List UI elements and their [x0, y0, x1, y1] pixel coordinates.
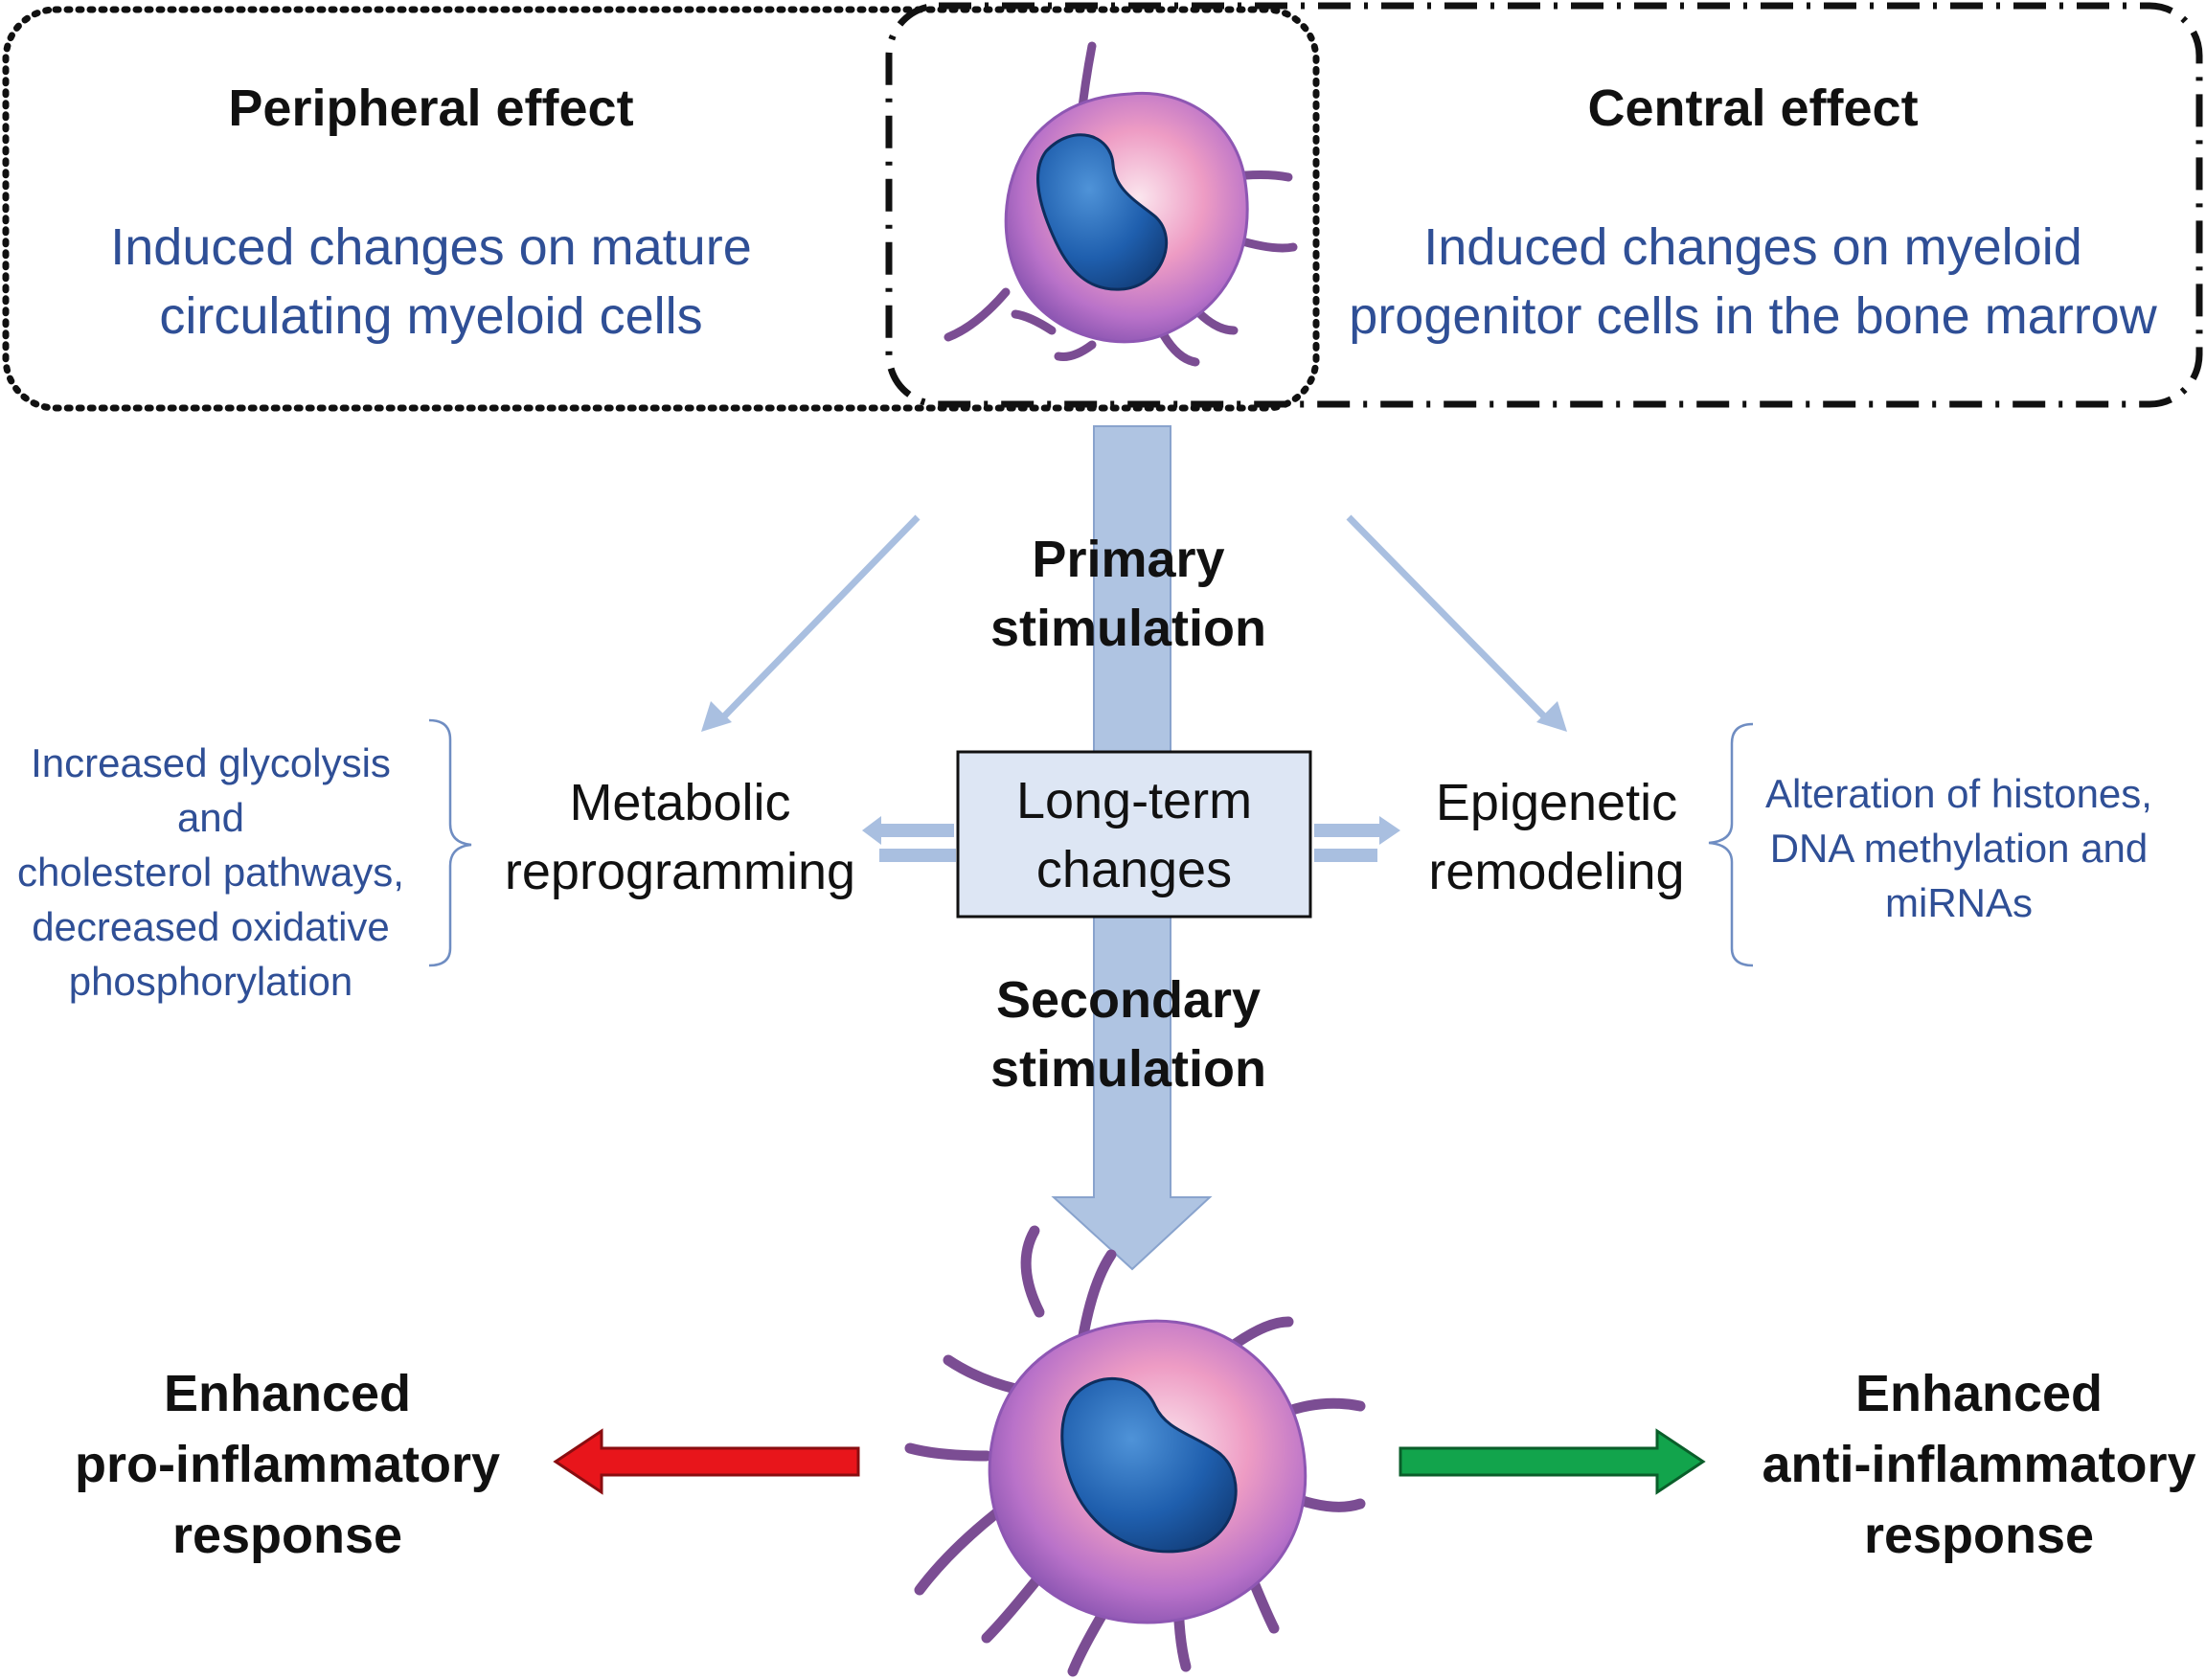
anti-inflammatory-response-label: Enhanced anti-inflammatory response [1749, 1358, 2206, 1571]
anti-line-1: Enhanced [1854, 1365, 2104, 1422]
central-line-1: Induced changes on myeloid [1423, 218, 2082, 276]
anti-line-2: anti-inflammatory [1762, 1436, 2196, 1493]
peripheral-effect-box [2, 6, 1320, 412]
anti-line-3: response [1863, 1507, 2095, 1564]
long-term-line-2: changes [1035, 841, 1233, 898]
left-brace [428, 718, 472, 967]
central-effect-box [885, 2, 2203, 408]
long-term-changes-box [956, 750, 1312, 919]
metabolic-line-1: Metabolic [569, 774, 791, 831]
metabolic-note-line-3: decreased oxidative [32, 904, 390, 949]
anti-inflammatory-arrow [1399, 1428, 1706, 1495]
primary-line-2: stimulation [989, 600, 1266, 657]
epigenetic-note: Alteration of histones, DNA methylation … [1753, 766, 2165, 930]
secondary-line-2: stimulation [989, 1040, 1266, 1098]
metabolic-note-line-4: phosphorylation [68, 959, 353, 1004]
epigenetic-line-2: remodeling [1428, 843, 1685, 900]
central-effect-description: Induced changes on myeloid progenitor ce… [1341, 213, 2165, 351]
peripheral-effect-title: Peripheral effect [228, 79, 634, 137]
epigenetic-note-line-3: miRNAs [1885, 880, 2033, 925]
arrow-from-metabolic [879, 849, 956, 862]
pro-line-2: pro-inflammatory [74, 1436, 501, 1493]
pro-inflammatory-response-label: Enhanced pro-inflammatory response [57, 1358, 517, 1571]
epigenetic-note-line-1: Alteration of histones, [1765, 771, 2152, 816]
secondary-stimulation-label: Secondary stimulation [937, 965, 1320, 1103]
right-brace [1708, 722, 1754, 967]
pro-line-1: Enhanced [163, 1365, 412, 1422]
epigenetic-remodeling-label: Epigenetic remodeling [1399, 768, 1715, 906]
arrow-from-epigenetic [1314, 849, 1377, 862]
long-term-changes-label: Long-term changes [958, 766, 1310, 904]
arrow-to-epigenetic [1314, 816, 1400, 845]
pro-line-3: response [171, 1507, 403, 1564]
metabolic-line-2: reprogramming [504, 843, 856, 900]
metabolic-note: Increased glycolysis and cholesterol pat… [0, 736, 421, 1009]
central-effect-title: Central effect [1587, 79, 1919, 137]
peripheral-effect-description: Induced changes on mature circulating my… [86, 213, 776, 351]
primary-line-1: Primary [1032, 531, 1225, 588]
secondary-line-1: Secondary [995, 971, 1262, 1029]
peripheral-line-2: circulating myeloid cells [159, 287, 703, 345]
peripheral-line-1: Induced changes on mature [110, 218, 752, 276]
primary-stimulation-label: Primary stimulation [937, 525, 1320, 663]
metabolic-note-line-2: cholesterol pathways, [17, 850, 404, 895]
epigenetic-line-1: Epigenetic [1435, 774, 1678, 831]
metabolic-note-line-1: Increased glycolysis and [31, 740, 391, 840]
diagonal-arrow-right [1346, 514, 1567, 732]
long-term-line-1: Long-term [1015, 772, 1253, 829]
myeloid-cell-top-image [944, 41, 1298, 367]
diagonal-arrow-left [701, 514, 921, 732]
metabolic-reprogramming-label: Metabolic reprogramming [498, 768, 862, 906]
arrow-to-metabolic [862, 816, 954, 845]
central-line-2: progenitor cells in the bone marrow [1349, 287, 2157, 345]
myeloid-cell-bottom-image [904, 1225, 1366, 1677]
pro-inflammatory-arrow [553, 1428, 860, 1495]
epigenetic-note-line-2: DNA methylation and [1769, 826, 2149, 871]
